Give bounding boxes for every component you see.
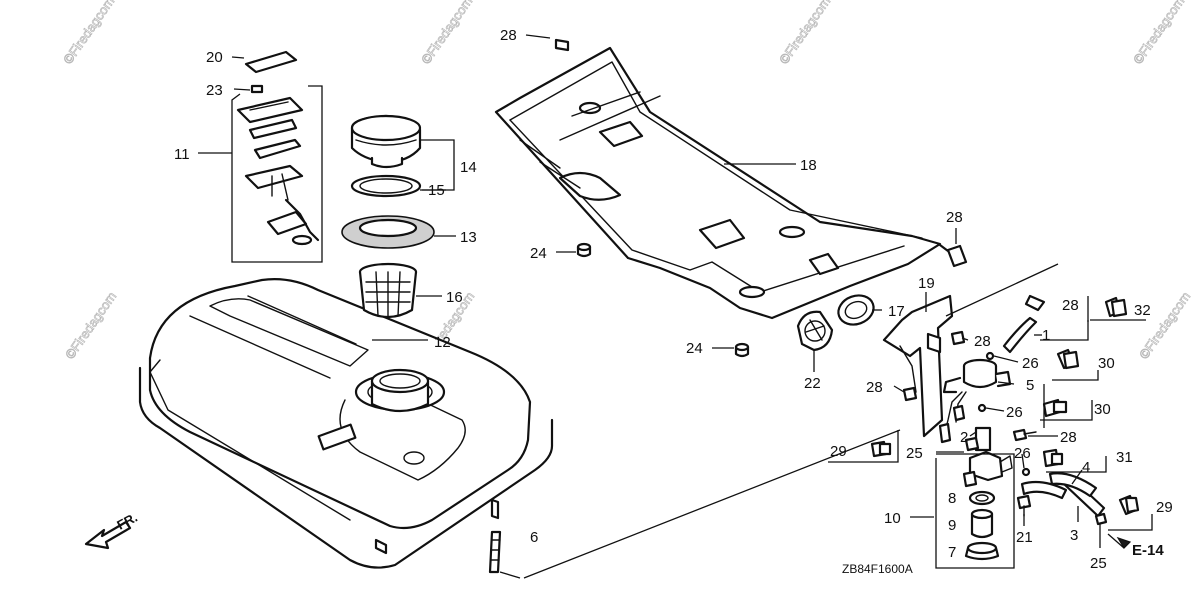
callout-20: 20 — [206, 49, 223, 66]
callout-7: 7 — [948, 544, 956, 561]
callout-23: 23 — [206, 82, 223, 99]
callout-6: 6 — [530, 529, 538, 546]
tube-end-clip — [964, 436, 1108, 526]
callout-31: 31 — [1116, 449, 1133, 466]
callout-21: 21 — [1016, 529, 1033, 546]
fuel-filler-cap-side — [796, 294, 875, 372]
clip — [977, 351, 1031, 477]
watermark: ©Firedagcom — [776, 0, 833, 67]
fuel-gauge-assembly — [231, 50, 323, 263]
filler-ring — [341, 215, 435, 249]
callout-32: 32 — [1134, 302, 1151, 319]
fuel-tube-lower — [1020, 472, 1106, 518]
bolt — [1012, 428, 1037, 442]
callout-25: 25 — [1090, 555, 1107, 572]
callout-30: 30 — [1094, 401, 1111, 418]
drain-tube — [488, 530, 502, 574]
callout-25: 25 — [906, 445, 923, 462]
grommet — [734, 342, 750, 358]
callout-8: 8 — [948, 490, 956, 507]
bolt — [1016, 494, 1032, 517]
callout-28: 28 — [1060, 429, 1077, 446]
callout-4: 4 — [1082, 459, 1090, 476]
leader-lines — [499, 263, 1153, 579]
tube-clamp — [1056, 348, 1080, 370]
callout-14: 14 — [460, 159, 477, 176]
callout-1: 1 — [1042, 327, 1050, 344]
callout-3: 3 — [1070, 527, 1078, 544]
tube-clamp — [1118, 494, 1140, 516]
callout-26: 26 — [1022, 355, 1039, 372]
fuel-cap — [350, 114, 455, 198]
callout-28: 28 — [500, 27, 517, 44]
callout-labels: 20 23 11 14 15 13 16 12 6 28 18 28 24 24… — [174, 27, 1173, 572]
callout-2: 2 — [960, 429, 968, 446]
tube-clamp — [1042, 398, 1068, 418]
callout-22: 22 — [804, 375, 821, 392]
watermark: ©Firedagcom — [418, 0, 475, 67]
callout-17: 17 — [888, 303, 905, 320]
callout-27: 28 — [1062, 297, 1079, 314]
callout-9: 9 — [948, 517, 956, 534]
callout-13: 13 — [460, 229, 477, 246]
callout-16: 16 — [446, 289, 463, 306]
callout-29: 29 — [830, 443, 847, 460]
callout-26: 26 — [1006, 404, 1023, 421]
grommet — [576, 242, 592, 258]
watermark: ©Firedagcom — [60, 0, 117, 67]
callout-5: 5 — [1026, 377, 1034, 394]
drawing-code: ZB84F1600A — [842, 562, 913, 576]
callout-30: 30 — [1098, 355, 1115, 372]
callout-18: 18 — [800, 157, 817, 174]
watermark: ©Firedagcom — [62, 289, 119, 362]
callout-28: 28 — [974, 333, 991, 350]
callout-15: 15 — [428, 182, 445, 199]
callout-29: 29 — [1156, 499, 1173, 516]
page-ref-label: E-14 — [1132, 542, 1164, 559]
bolt — [950, 330, 966, 346]
page-reference: E-14 — [1107, 533, 1164, 559]
bolt — [902, 386, 918, 402]
front-direction-indicator: FR. — [84, 510, 140, 550]
tube-clamp — [870, 440, 892, 458]
callout-28: 28 — [866, 379, 883, 396]
callout-leaders — [198, 34, 1101, 548]
callout-19: 19 — [918, 275, 935, 292]
watermark: ©Firedagcom — [1136, 289, 1193, 362]
under-guard — [494, 38, 942, 320]
fuel-tank — [138, 278, 554, 569]
callout-28: 28 — [946, 209, 963, 226]
bolt — [938, 243, 968, 268]
watermark: ©Firedagcom — [1130, 0, 1187, 67]
arrow-icon — [84, 520, 132, 550]
callout-12: 12 — [434, 334, 451, 351]
callout-10: 10 — [884, 510, 901, 527]
fuel-strainer — [358, 262, 418, 319]
callout-24: 24 — [686, 340, 703, 357]
tube-clamp — [1042, 448, 1064, 468]
callout-11: 11 — [174, 146, 190, 163]
callout-26: 26 — [1014, 445, 1031, 462]
fuel-tube-upper — [1002, 294, 1046, 354]
callout-24: 24 — [530, 245, 547, 262]
tube-clamp — [1104, 296, 1128, 318]
